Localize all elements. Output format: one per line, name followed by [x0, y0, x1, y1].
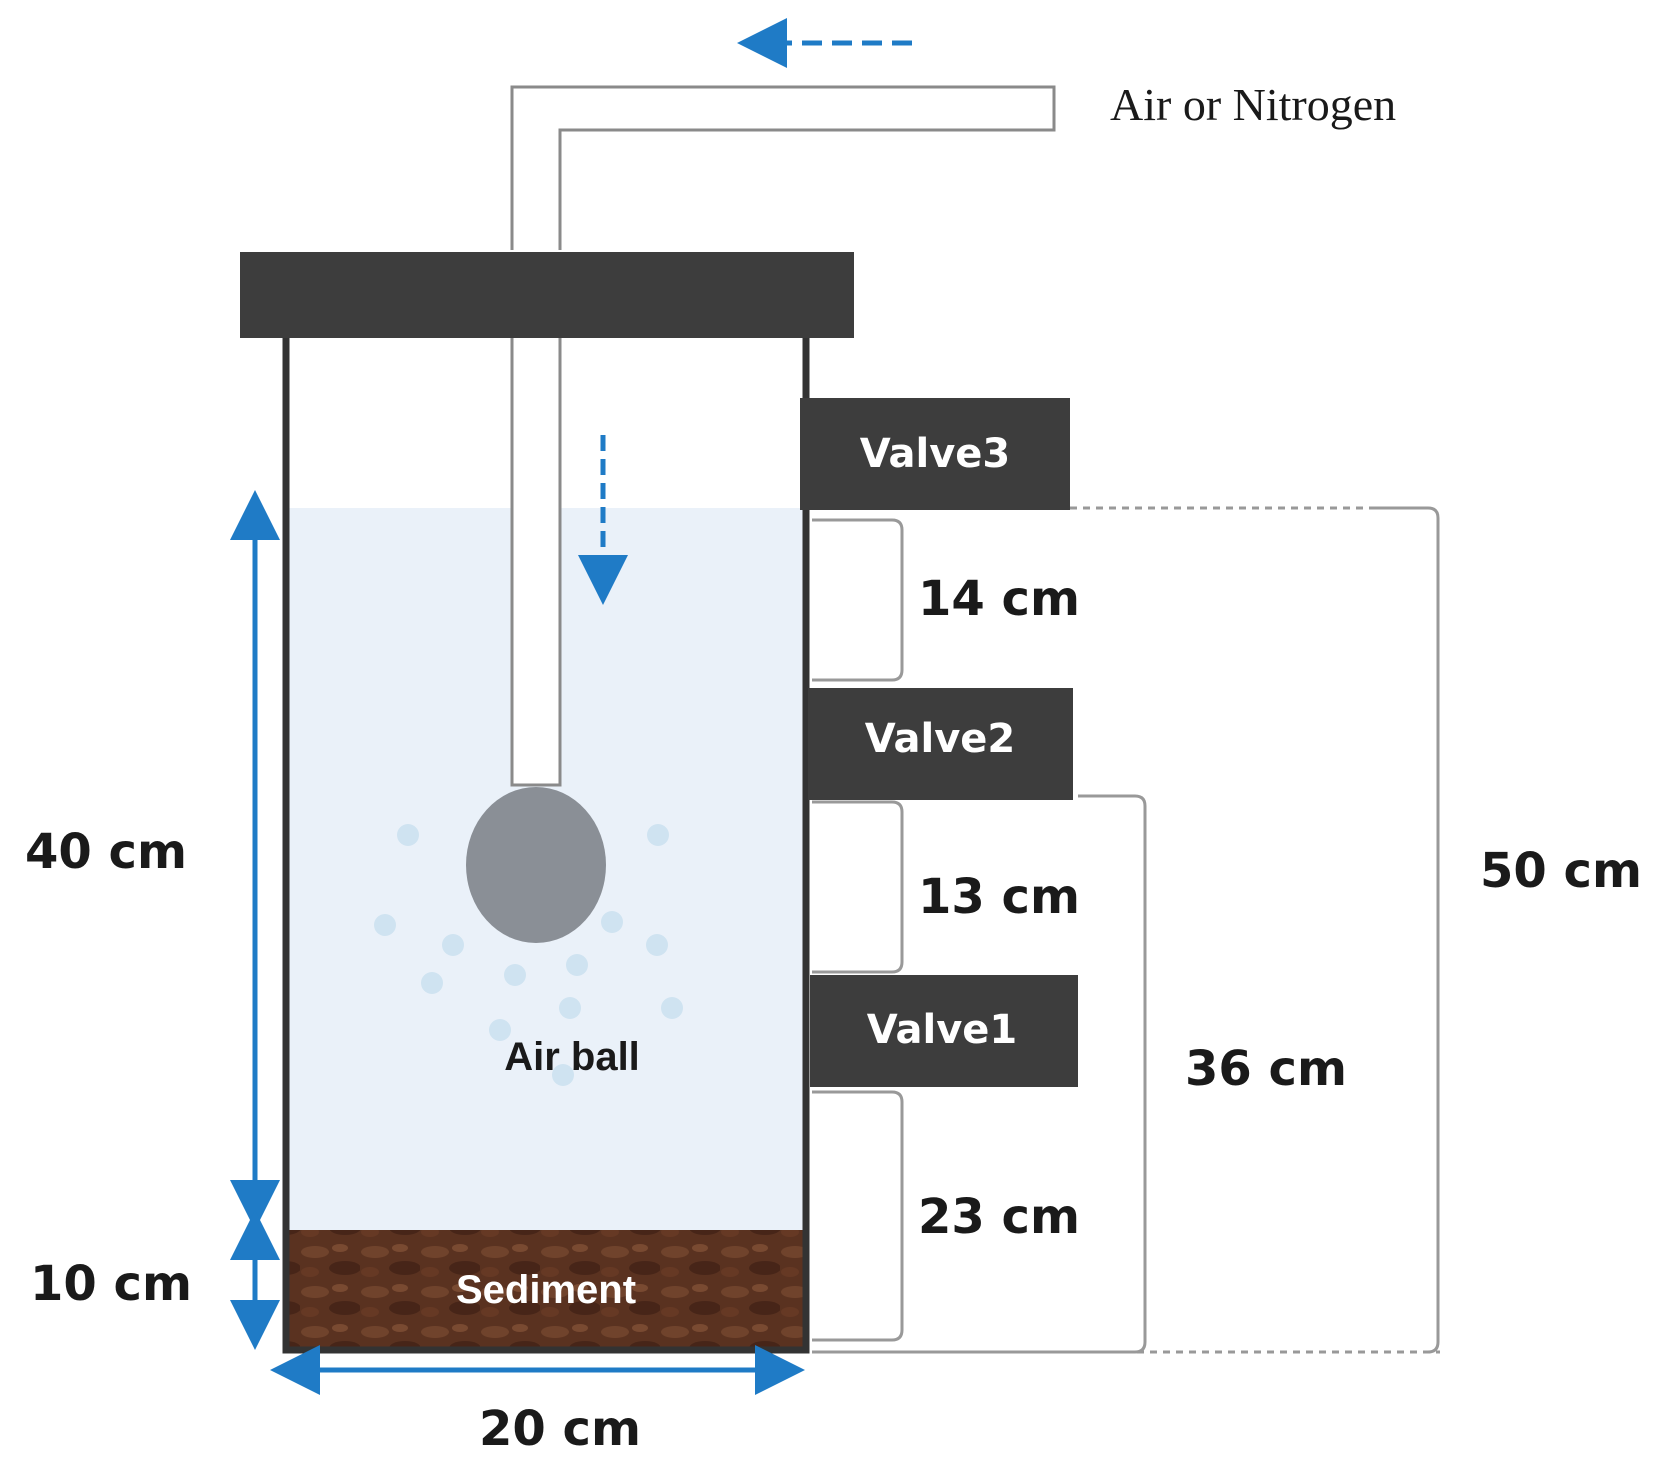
valve3: Valve3 — [800, 398, 1070, 510]
column-lid — [240, 252, 854, 338]
bracket-14cm — [812, 518, 904, 682]
bracket-36cm — [812, 794, 1147, 1354]
sediment-label: Sediment — [456, 1268, 636, 1312]
valve2: Valve2 — [808, 688, 1073, 800]
label-14cm: 14 cm — [918, 571, 1080, 627]
label-20cm: 20 cm — [479, 1401, 641, 1457]
air-ball-label: Air ball — [504, 1035, 640, 1079]
air-ball — [466, 787, 606, 943]
label-50cm: 50 cm — [1480, 843, 1642, 899]
label-23cm: 23 cm — [918, 1189, 1080, 1245]
bracket-50cm — [1370, 506, 1440, 1354]
valve1: Valve1 — [810, 975, 1078, 1087]
gas-label: Air or Nitrogen — [1110, 79, 1396, 130]
valve3-label: Valve3 — [860, 431, 1011, 477]
label-10cm: 10 cm — [30, 1256, 192, 1312]
valve1-label: Valve1 — [867, 1007, 1018, 1053]
label-36cm: 36 cm — [1185, 1041, 1347, 1097]
label-13cm: 13 cm — [918, 869, 1080, 925]
label-40cm: 40 cm — [25, 824, 187, 880]
gas-pipe — [510, 85, 1056, 250]
bracket-23cm — [812, 1090, 904, 1342]
valve2-label: Valve2 — [865, 716, 1016, 762]
bubbles — [374, 824, 683, 1086]
sediment-layer — [288, 1230, 803, 1348]
bracket-13cm — [812, 800, 904, 974]
